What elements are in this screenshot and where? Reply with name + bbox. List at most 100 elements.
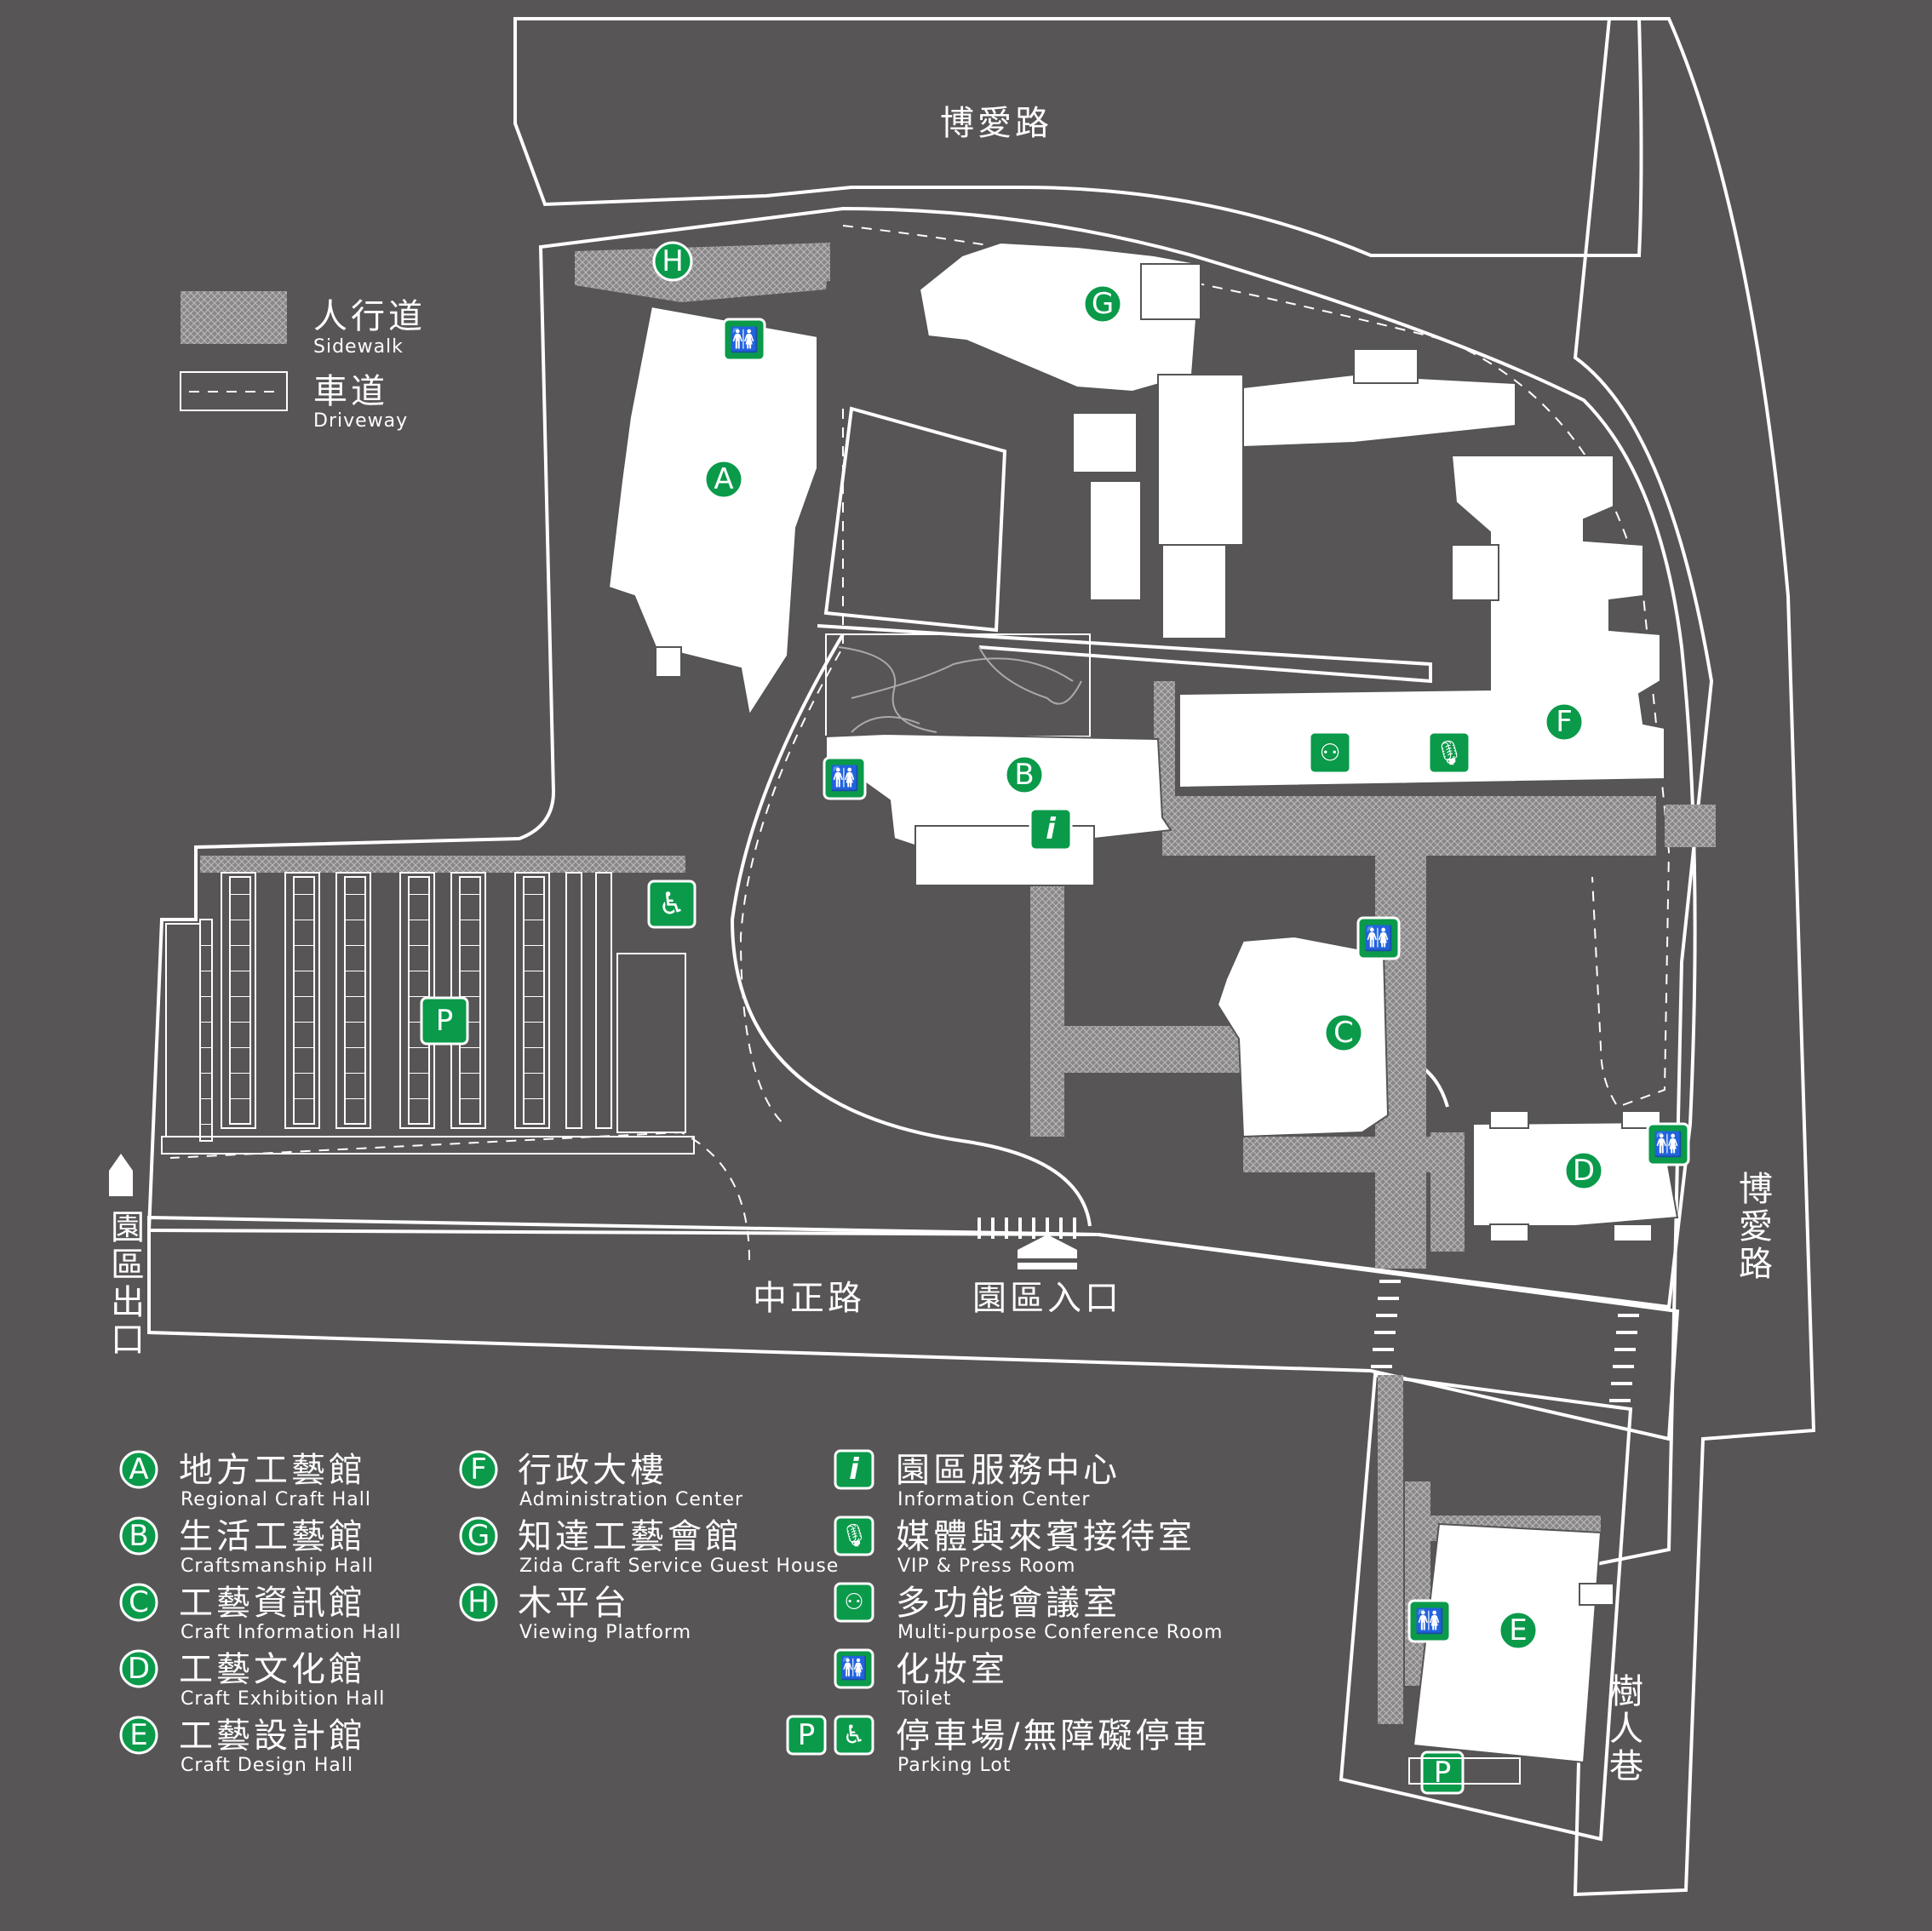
marker-d[interactable]: D [1563,1150,1604,1191]
marker-a[interactable]: A [703,459,744,500]
campus-boundary [146,206,1697,1309]
entrance-arrow-icon [1018,1235,1077,1269]
svg-text:Regional Craft Hall: Regional Craft Hall [181,1489,371,1510]
svg-text:工藝資訊館: 工藝資訊館 [179,1584,366,1623]
annex-buildings [1072,348,1516,639]
legend-item-g: G 知達工藝會館 Zida Craft Service Guest House [459,1516,838,1577]
svg-text:化妝室: 化妝室 [896,1650,1008,1689]
toilet-icon[interactable]: 🚻 [1646,1122,1690,1166]
parking-icon: P [798,1718,816,1752]
svg-text:E: E [1509,1613,1527,1647]
accessible-parking-marker[interactable]: ♿ [647,880,697,929]
svg-text:媒體與來賓接待室: 媒體與來賓接待室 [896,1517,1195,1556]
inner-road [730,406,1092,1227]
legend-sidewalk-zh: 人行道 [313,297,426,336]
svg-text:園區服務中心: 園區服務中心 [896,1451,1121,1490]
svg-text:F: F [1556,705,1573,739]
svg-text:木平台: 木平台 [518,1584,630,1623]
svg-text:D: D [128,1652,150,1686]
svg-text:地方工藝館: 地方工藝館 [179,1451,366,1490]
building-g[interactable] [918,241,1202,393]
legend-info: i 園區服務中心 Information Center [834,1449,1121,1510]
svg-text:🚻: 🚻 [1654,1131,1683,1159]
svg-text:停車場/無障礙停車: 停車場/無障礙停車 [896,1716,1210,1756]
legend-sidewalk-en: Sidewalk [313,336,404,358]
svg-text:Parking Lot: Parking Lot [897,1755,1012,1776]
marker-f[interactable]: F [1544,702,1585,742]
marker-g[interactable]: G [1082,284,1123,324]
microphone-icon: 🎙 [840,1523,868,1549]
legend-item-d: D 工藝文化館 Craft Exhibition Hall [119,1649,385,1710]
building-c[interactable] [1216,935,1390,1138]
svg-text:Craftsmanship Hall: Craftsmanship Hall [181,1556,374,1577]
exit-label: 園區出口 [105,1209,144,1359]
svg-text:Craft Design Hall: Craft Design Hall [181,1755,353,1776]
entrance-label: 園區入口 [972,1279,1122,1318]
svg-text:Toilet: Toilet [897,1688,952,1710]
info-icon: i [849,1453,860,1487]
road-label-zhongzheng: 中正路 [753,1279,865,1318]
info-marker[interactable]: i [1029,807,1073,851]
legend-buildings: A 地方工藝館 Regional Craft Hall B 生活工藝館 Craf… [119,1450,838,1776]
marker-e[interactable]: E [1498,1610,1539,1651]
svg-text:H: H [662,244,684,278]
viewing-platform-deck [575,243,830,302]
svg-text:B: B [129,1519,148,1553]
svg-text:🚻: 🚻 [1364,925,1394,953]
legend-parking: P ♿ 停車場/無障礙停車 Parking Lot [786,1715,1210,1776]
marker-h[interactable]: H [652,241,693,282]
svg-text:🚻: 🚻 [1415,1607,1445,1636]
microphone-icon[interactable]: 🎙 [1427,731,1471,775]
road-label-shuren: 樹人巷 [1603,1673,1642,1785]
legend-item-f: F 行政大樓 Administration Center [459,1450,743,1510]
legend-item-e: E 工藝設計館 Craft Design Hall [119,1716,363,1776]
legend-item-c: C 工藝資訊館 Craft Information Hall [119,1583,400,1643]
crosswalks [977,1218,1639,1402]
svg-text:知達工藝會館: 知達工藝會館 [518,1517,742,1556]
svg-text:🚻: 🚻 [830,765,860,793]
svg-text:A: A [129,1453,148,1487]
svg-text:E: E [129,1718,147,1752]
svg-text:Viewing Platform: Viewing Platform [519,1622,691,1643]
svg-text:Information Center: Information Center [897,1489,1090,1510]
e-parking-stalls [1408,1757,1521,1785]
wheelchair-icon: ♿ [843,1721,866,1751]
driveway-swatch [180,371,288,411]
building-f[interactable] [1178,455,1665,789]
toilet-icon[interactable]: 🚻 [823,756,867,800]
svg-text:Craft Exhibition Hall: Craft Exhibition Hall [181,1688,385,1710]
parking-icon: P [1434,1756,1452,1790]
exit-arrow-icon [109,1154,133,1196]
building-a[interactable] [607,305,818,718]
info-icon: i [1046,812,1057,846]
parking-marker[interactable]: P [420,996,469,1046]
marker-c[interactable]: C [1323,1012,1364,1053]
parking-icon: P [436,1004,454,1038]
legend-item-b: B 生活工藝館 Craftsmanship Hall [119,1516,374,1577]
toilet-icon[interactable]: 🚻 [722,318,766,362]
legend-toilet: 🚻 化妝室 Toilet [834,1648,1008,1710]
svg-text:VIP & Press Room: VIP & Press Room [897,1556,1076,1577]
legend-facilities: i 園區服務中心 Information Center 🎙 媒體與來賓接待室 V… [786,1449,1222,1776]
svg-text:A: A [714,462,733,496]
wheelchair-icon: ♿ [658,887,685,922]
garden [825,633,1091,737]
legend-top: 人行道 Sidewalk 車道 Driveway [180,291,426,432]
e-lot-boundary [1339,1372,1633,1842]
svg-text:F: F [470,1453,487,1487]
svg-text:C: C [129,1585,149,1619]
conference-icon[interactable]: ⚇ [1308,731,1352,775]
svg-text:C: C [1333,1016,1354,1050]
svg-text:D: D [1573,1154,1595,1188]
svg-text:Administration Center: Administration Center [519,1489,743,1510]
toilet-icon[interactable]: 🚻 [1356,916,1401,960]
toilet-icon[interactable]: 🚻 [1407,1599,1452,1643]
marker-b[interactable]: B [1004,754,1045,795]
legend-item-h: H 木平台 Viewing Platform [459,1583,691,1643]
legend-vip-press: 🎙 媒體與來賓接待室 VIP & Press Room [834,1516,1195,1577]
road-label-boai-top: 博愛路 [940,104,1052,143]
building-b[interactable] [825,732,1172,889]
svg-text:多功能會議室: 多功能會議室 [896,1584,1121,1623]
sidewalk-swatch [181,291,287,344]
